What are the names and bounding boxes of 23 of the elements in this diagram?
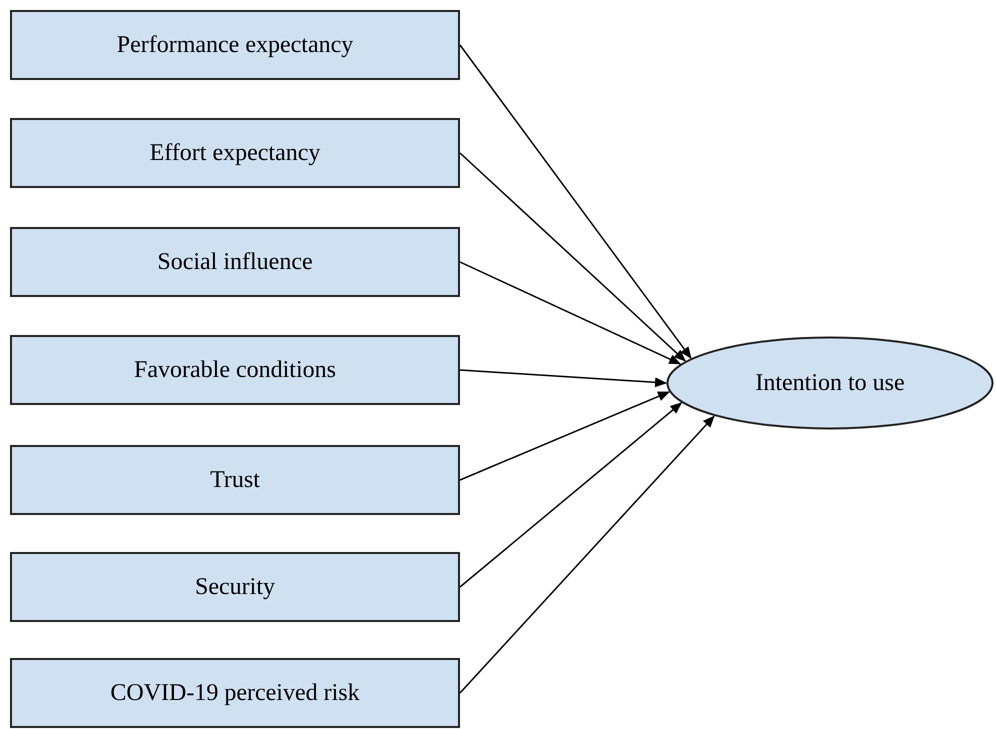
construct-box [10, 227, 460, 297]
arrow [460, 369, 667, 388]
arrow [460, 402, 682, 588]
node-label: COVID-19 perceived risk [110, 679, 360, 708]
arrow [459, 44, 692, 359]
construct-box [10, 658, 460, 728]
node-label: Trust [210, 466, 260, 495]
node-label: Effort expectancy [150, 139, 320, 168]
node-label: Social influence [157, 248, 313, 277]
arrow [459, 416, 715, 694]
node-label: Favorable conditions [134, 356, 336, 385]
construct-box [10, 445, 460, 515]
node-label: Performance expectancy [116, 31, 354, 60]
ellipse-node [666, 336, 994, 430]
node-label: Security [195, 573, 275, 602]
arrow [460, 261, 682, 365]
node-label: Intention to use [755, 369, 905, 398]
construct-box [10, 552, 460, 622]
construct-box [10, 118, 460, 188]
arrow [460, 391, 670, 481]
construct-box [10, 10, 460, 80]
arrow [460, 152, 686, 362]
construct-box [10, 335, 460, 405]
